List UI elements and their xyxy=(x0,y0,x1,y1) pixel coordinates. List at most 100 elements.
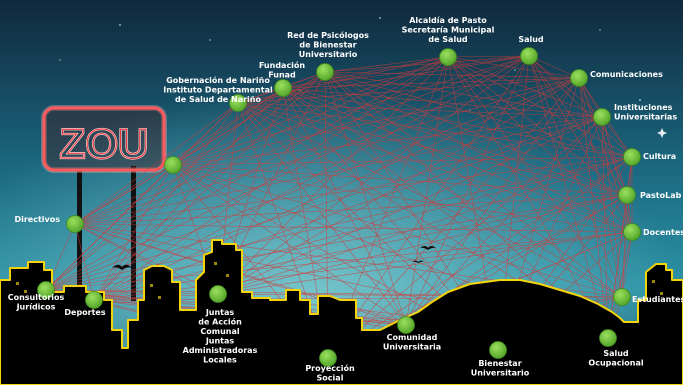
label-deportes: Deportes xyxy=(64,308,105,317)
edge-fundacion-instituciones xyxy=(282,87,603,118)
node-bienestar xyxy=(489,341,507,359)
edge-alcaldia-comunidad xyxy=(405,56,449,326)
sign-text: ZOU xyxy=(60,120,149,167)
edge-pastolab-juntas xyxy=(217,194,628,295)
node-alcaldia xyxy=(439,48,457,66)
edge-instituciones-pastolab xyxy=(601,116,628,196)
edge-fundacion-estudiantes xyxy=(282,87,623,298)
node-salud xyxy=(520,47,538,65)
node-instituciones xyxy=(593,108,611,126)
edge-salud-zou_node xyxy=(172,55,530,166)
edge-cultura-proyeccion xyxy=(327,156,633,359)
edge-instituciones-salud_ocupacional xyxy=(601,116,609,339)
edge-alcaldia-salud xyxy=(447,55,530,58)
edge-instituciones-deportes xyxy=(93,116,603,301)
edge-cultura-directivos xyxy=(74,156,633,225)
edge-alcaldia-cultura xyxy=(447,56,633,158)
edge-cultura-juntas xyxy=(217,156,633,295)
edge-instituciones-zou_node xyxy=(172,116,603,166)
label-cultura: Cultura xyxy=(643,152,676,161)
edge-gobernacion-docentes xyxy=(237,102,633,233)
edge-deportes-directivos xyxy=(74,223,95,301)
edge-instituciones-estudiantes xyxy=(601,116,623,298)
node-zou-node xyxy=(164,156,182,174)
edge-comunidad-zou_node xyxy=(172,164,407,326)
edge-deportes-zou_node xyxy=(93,164,174,301)
edge-comunicaciones-consultorios xyxy=(45,77,580,291)
edge-docentes-zou_node xyxy=(172,164,633,233)
edge-docentes-directivos xyxy=(74,223,633,233)
edge-salud-cultura xyxy=(528,55,633,158)
edge-salud-salud_ocupacional xyxy=(528,55,609,339)
node-red xyxy=(316,63,334,81)
edge-fundacion-comunidad xyxy=(282,87,407,326)
edge-alcaldia-estudiantes xyxy=(447,56,623,298)
edge-alcaldia-salud_ocupacional xyxy=(447,56,609,339)
city-skyline xyxy=(0,239,683,385)
edge-comunicaciones-estudiantes xyxy=(578,77,623,298)
birds xyxy=(112,246,436,270)
edge-estudiantes-zou_node xyxy=(172,164,623,298)
edge-comunicaciones-docentes xyxy=(578,77,633,233)
label-salud: Salud xyxy=(518,35,544,44)
edge-fundacion-salud xyxy=(282,55,530,89)
edge-salud-comunicaciones xyxy=(528,55,580,79)
edge-comunicaciones-zou_node xyxy=(172,77,580,166)
label-docentes: Docentes xyxy=(643,228,683,237)
edge-fundacion-cultura xyxy=(282,87,633,158)
edge-salud-comunidad xyxy=(405,55,530,326)
label-comunicaciones: Comunicaciones xyxy=(590,70,663,79)
edge-alcaldia-deportes xyxy=(93,56,449,301)
node-juntas xyxy=(209,285,227,303)
edge-instituciones-juntas xyxy=(217,116,603,295)
edge-salud-instituciones xyxy=(528,55,603,118)
node-fundacion xyxy=(274,79,292,97)
node-directivos xyxy=(66,215,84,233)
node-comunicaciones xyxy=(570,69,588,87)
edge-alcaldia-consultorios xyxy=(45,56,449,291)
edge-alcaldia-docentes xyxy=(447,56,633,233)
edge-red-estudiantes xyxy=(324,71,623,298)
edge-fundacion-zou_node xyxy=(172,87,284,166)
edge-red-alcaldia xyxy=(324,56,449,73)
node-consultorios xyxy=(37,281,55,299)
node-cultura xyxy=(623,148,641,166)
edge-fundacion-deportes xyxy=(93,87,284,301)
edge-salud-deportes xyxy=(93,55,530,301)
edge-fundacion-comunicaciones xyxy=(282,77,580,89)
edge-cultura-consultorios xyxy=(45,156,633,291)
edge-instituciones-directivos xyxy=(74,116,603,225)
edge-pastolab-consultorios xyxy=(45,194,628,291)
edge-salud-directivos xyxy=(74,55,530,225)
edge-gobernacion-comunidad xyxy=(237,102,407,326)
edge-fundacion-alcaldia xyxy=(282,56,449,89)
label-directivos: Directivos xyxy=(14,215,60,224)
edge-comunicaciones-comunidad xyxy=(405,77,580,326)
edge-comunicaciones-juntas xyxy=(217,77,580,295)
edge-pastolab-deportes xyxy=(93,194,628,301)
edge-consultorios-zou_node xyxy=(45,164,174,291)
node-comunidad xyxy=(397,316,415,334)
edge-docentes-juntas xyxy=(217,231,633,295)
edge-pastolab-directivos xyxy=(74,194,628,225)
edge-gobernacion-directivos xyxy=(74,102,239,225)
edge-red-zou_node xyxy=(172,71,326,166)
edge-salud-juntas xyxy=(217,55,530,295)
edge-comunicaciones-directivos xyxy=(74,77,580,225)
edge-red-pastolab xyxy=(324,71,628,196)
edge-instituciones-docentes xyxy=(601,116,633,233)
edge-fundacion-pastolab xyxy=(282,87,628,196)
edge-instituciones-comunidad xyxy=(405,116,603,326)
node-salud-ocupacional xyxy=(599,329,617,347)
edge-docentes-estudiantes xyxy=(621,231,633,298)
zou-sign: ZOU ZOU xyxy=(41,105,167,173)
